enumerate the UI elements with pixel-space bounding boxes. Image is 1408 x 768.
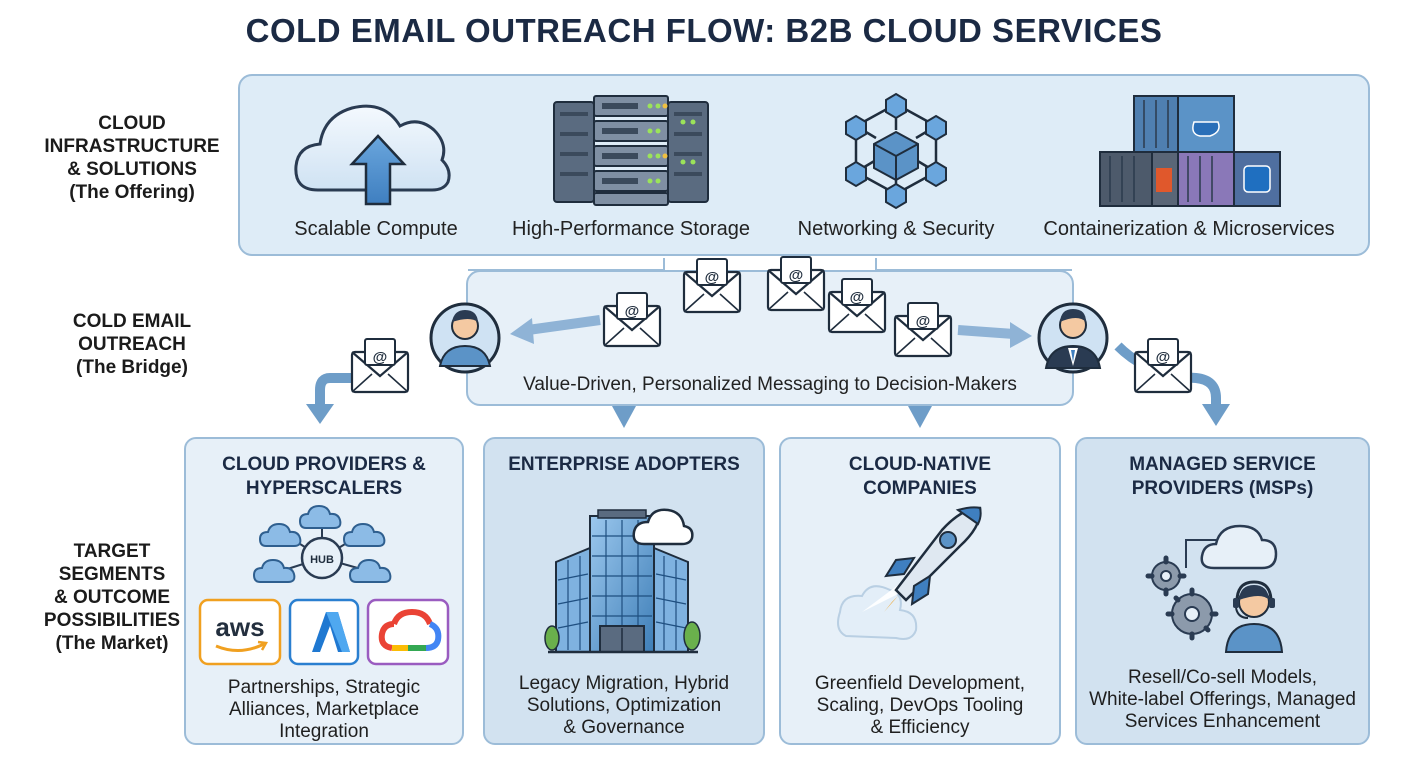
bridge-connector <box>468 258 1072 271</box>
azure-logo-icon <box>288 598 360 666</box>
recipient-avatar-icon <box>429 302 501 374</box>
offering-label-storage: High-Performance Storage <box>512 218 750 240</box>
row-label-offering: CLOUD INFRASTRUCTURE & SOLUTIONS (The Of… <box>44 113 220 203</box>
flow-arrow-left <box>510 315 601 344</box>
segment-description: Resell/Co-sell Models, White-label Offer… <box>1089 667 1356 732</box>
segment-description: Greenfield Development, Scaling, DevOps … <box>814 673 1026 738</box>
email-at-symbol: @ <box>705 269 720 286</box>
aws-logo-icon: aws <box>198 598 282 666</box>
segment-title: CLOUD-NATIVE COMPANIES <box>848 454 992 499</box>
segment-description: Legacy Migration, Hybrid Solutions, Opti… <box>518 673 730 738</box>
segment-card-cloud-providers: CLOUD PROVIDERS & HYPERSCALERS Partnersh… <box>184 437 464 745</box>
segment-description: Partnerships, Strategic Alliances, Marke… <box>227 677 421 742</box>
flow-arrow-segment-3 <box>908 406 932 428</box>
diagram-title: COLD EMAIL OUTREACH FLOW: B2B CLOUD SERV… <box>245 12 1163 49</box>
flow-arrow-segment-2 <box>612 406 636 428</box>
bridge-message: Value-Driven, Personalized Messaging to … <box>523 374 1017 395</box>
email-at-symbol: @ <box>373 349 388 366</box>
email-at-symbol: @ <box>789 267 804 284</box>
email-at-symbol: @ <box>625 303 640 320</box>
segment-title: MANAGED SERVICE PROVIDERS (MSPs) <box>1129 454 1316 499</box>
segment-title: CLOUD PROVIDERS & HYPERSCALERS <box>222 454 426 499</box>
email-at-symbol: @ <box>850 289 865 306</box>
email-at-symbol: @ <box>916 313 931 330</box>
aws-logo-text: aws <box>215 612 264 642</box>
rocket-icon <box>837 506 982 640</box>
cloud-upload-icon <box>294 104 451 206</box>
row-label-market: TARGET SEGMENTS & OUTCOME POSSIBILITIES … <box>43 541 181 654</box>
email-at-symbol: @ <box>1156 349 1171 366</box>
offering-label-compute: Scalable Compute <box>294 218 458 240</box>
office-building-icon <box>544 508 701 654</box>
msp-support-icon <box>1145 524 1284 653</box>
offering-label-containers: Containerization & Microservices <box>1043 218 1335 240</box>
flow-arrow-right <box>957 322 1032 348</box>
row-label-bridge: COLD EMAIL OUTREACH (The Bridge) <box>72 311 192 378</box>
flow-arrow-segment-1 <box>306 373 372 424</box>
segment-card-msp: MANAGED SERVICE PROVIDERS (MSPs) Resell/… <box>1075 437 1370 745</box>
containers-icon <box>1099 95 1281 207</box>
google-cloud-logo-icon <box>366 598 450 666</box>
segment-title: ENTERPRISE ADOPTERS <box>508 454 740 475</box>
network-cubes-icon <box>845 92 947 210</box>
hub-label: HUB <box>310 554 334 566</box>
offering-label-networking: Networking & Security <box>797 218 995 240</box>
decision-maker-avatar-icon <box>1037 302 1109 374</box>
server-rack-icon <box>553 95 709 206</box>
hub-network-icon: HUB <box>253 505 392 583</box>
